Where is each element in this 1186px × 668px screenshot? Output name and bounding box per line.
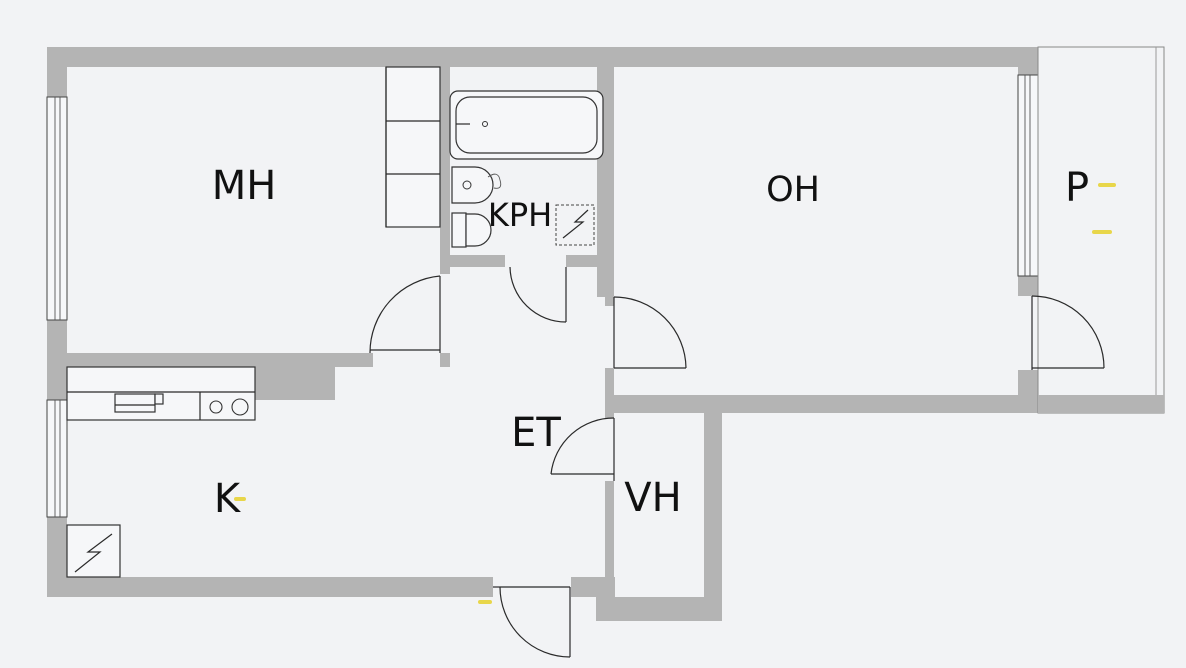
doors (369, 266, 1105, 658)
windows (46, 74, 1039, 518)
wardrobe (385, 66, 441, 228)
room-label-kph: KPH (488, 196, 552, 234)
room-label-vh: VH (624, 475, 681, 521)
bathroom-fixtures (449, 90, 604, 248)
highlight-marks (234, 183, 1116, 604)
walls (47, 47, 1038, 621)
room-labels: MH KPH OH P ET K VH (212, 163, 1089, 522)
kitchen-fixtures (66, 366, 256, 578)
room-label-p: P (1065, 165, 1089, 211)
room-label-oh: OH (766, 170, 820, 210)
balcony-outline (1037, 46, 1165, 414)
room-label-et: ET (511, 410, 561, 456)
room-label-k: K (214, 476, 242, 522)
room-label-mh: MH (212, 163, 277, 209)
